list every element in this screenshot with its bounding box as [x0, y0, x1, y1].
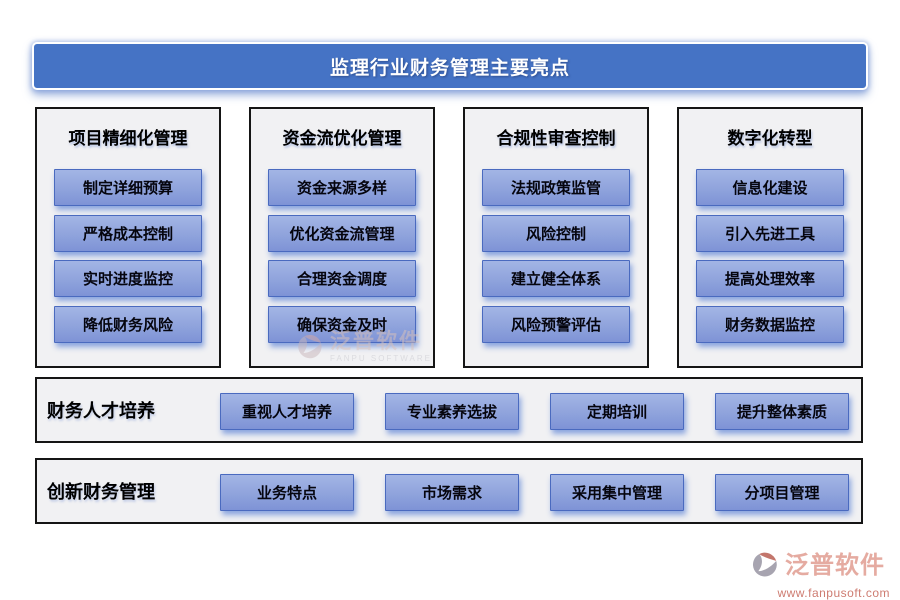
row-innovative-finance: 创新财务管理 业务特点 市场需求 采用集中管理 分项目管理	[35, 458, 863, 524]
diagram-node: 财务数据监控	[696, 306, 844, 343]
footer-url: www.fanpusoft.com	[777, 586, 890, 600]
diagram-node: 严格成本控制	[54, 215, 202, 252]
diagram-node: 提升整体素质	[715, 393, 849, 430]
diagram-node: 业务特点	[220, 474, 354, 511]
column-digital-transformation: 数字化转型 信息化建设 引入先进工具 提高处理效率 财务数据监控	[677, 107, 863, 368]
diagram-node: 资金来源多样	[268, 169, 416, 206]
diagram-node: 确保资金及时	[268, 306, 416, 343]
diagram-node: 风险控制	[482, 215, 630, 252]
diagram-node: 引入先进工具	[696, 215, 844, 252]
column-header: 数字化转型	[727, 129, 813, 148]
diagram-node: 专业素养选拔	[385, 393, 519, 430]
diagram-node: 市场需求	[385, 474, 519, 511]
column-cashflow-management: 资金流优化管理 资金来源多样 优化资金流管理 合理资金调度 确保资金及时	[249, 107, 435, 368]
column-header: 项目精细化管理	[68, 129, 188, 148]
page-title: 监理行业财务管理主要亮点	[329, 57, 570, 79]
diagram-node: 采用集中管理	[550, 474, 684, 511]
column-header: 合规性审查控制	[496, 129, 616, 148]
diagram-node: 提高处理效率	[696, 260, 844, 297]
diagram-node: 降低财务风险	[54, 306, 202, 343]
diagram-node: 分项目管理	[715, 474, 849, 511]
diagram-node: 制定详细预算	[54, 169, 202, 206]
footer-logo-icon	[752, 552, 777, 577]
column-header: 资金流优化管理	[282, 129, 402, 148]
row-label: 财务人才培养	[47, 401, 155, 421]
footer-brand: 泛普软件	[785, 552, 885, 579]
diagram-node: 建立健全体系	[482, 260, 630, 297]
row-talent-cultivation: 财务人才培养 重视人才培养 专业素养选拔 定期培训 提升整体素质	[35, 377, 863, 443]
diagram-node: 定期培训	[550, 393, 684, 430]
diagram-node: 风险预警评估	[482, 306, 630, 343]
diagram-node: 实时进度监控	[54, 260, 202, 297]
title-banner: 监理行业财务管理主要亮点	[32, 42, 868, 90]
diagram-node: 重视人才培养	[220, 393, 354, 430]
diagram-node: 合理资金调度	[268, 260, 416, 297]
footer-logo: 泛普软件 www.fanpusoft.com	[750, 549, 890, 600]
row-label: 创新财务管理	[47, 482, 155, 502]
column-compliance-control: 合规性审查控制 法规政策监管 风险控制 建立健全体系 风险预警评估	[463, 107, 649, 368]
diagram-node: 法规政策监管	[482, 169, 630, 206]
diagram-node: 信息化建设	[696, 169, 844, 206]
column-project-management: 项目精细化管理 制定详细预算 严格成本控制 实时进度监控 降低财务风险	[35, 107, 221, 368]
diagram-node: 优化资金流管理	[268, 215, 416, 252]
